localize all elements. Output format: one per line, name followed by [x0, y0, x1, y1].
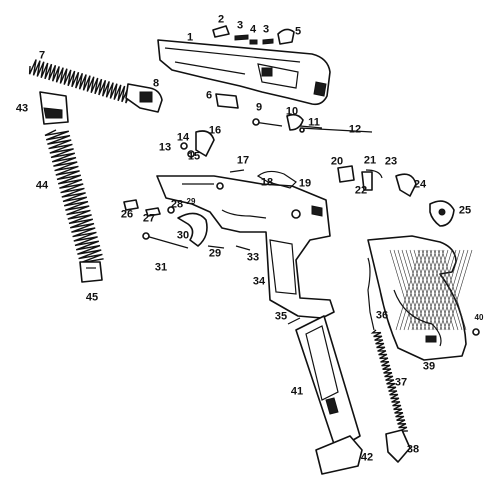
callout-10: 10: [285, 105, 299, 118]
pin-17: [229, 169, 245, 173]
callout-44: 44: [35, 179, 49, 192]
callout-18: 18: [260, 176, 274, 189]
callout-21: 21: [363, 154, 377, 167]
callout-3a: 3: [236, 19, 244, 32]
callout-7: 7: [38, 49, 46, 62]
grip-panel-part: [367, 235, 473, 361]
magazine-part: [295, 315, 363, 475]
callout-29b: 29: [208, 247, 222, 260]
callout-29a: 29: [186, 197, 196, 206]
callout-39: 39: [422, 360, 436, 373]
callout-6: 6: [205, 89, 213, 102]
callout-8: 8: [152, 77, 160, 90]
callout-38: 38: [406, 443, 420, 456]
callout-34: 34: [252, 275, 266, 288]
callout-43: 43: [15, 102, 29, 115]
callout-28: 28: [170, 198, 184, 211]
magazine-spring-assembly: [39, 91, 104, 283]
callout-2: 2: [217, 13, 225, 26]
callout-15: 15: [187, 150, 201, 163]
callout-31: 31: [154, 261, 168, 274]
callout-19: 19: [298, 177, 312, 190]
callout-40: 40: [474, 313, 484, 322]
callout-36: 36: [375, 309, 389, 322]
callout-5: 5: [294, 25, 302, 38]
callout-14: 14: [176, 131, 190, 144]
callout-3b: 3: [262, 23, 270, 36]
callout-35: 35: [274, 310, 288, 323]
recoil-spring-assembly: [28, 59, 163, 113]
callout-30: 30: [176, 229, 190, 242]
callout-26: 26: [120, 208, 134, 221]
hammer-spring-assembly: [367, 257, 411, 463]
callout-13: 13: [158, 141, 172, 154]
callout-11: 11: [308, 116, 320, 129]
parts-29-33: [142, 212, 251, 251]
callout-1: 1: [186, 31, 194, 44]
small-top-parts: [212, 25, 295, 45]
frame-part: [156, 170, 335, 319]
parts-26-28: [123, 199, 175, 217]
callout-27: 27: [142, 212, 156, 225]
parts-20-25: [337, 165, 455, 227]
callout-42: 42: [360, 451, 374, 464]
callout-22: 22: [354, 184, 368, 197]
callout-16: 16: [208, 124, 222, 137]
callout-37: 37: [394, 376, 408, 389]
screw-40: [472, 328, 480, 336]
callout-45: 45: [85, 291, 99, 304]
callout-41: 41: [290, 385, 304, 398]
slide-part: [157, 39, 331, 106]
small-parts-13-16: [180, 130, 215, 158]
callout-20: 20: [330, 155, 344, 168]
pin-parts-9-12: [252, 113, 373, 133]
callout-24: 24: [413, 178, 427, 191]
callout-9: 9: [255, 101, 263, 114]
callout-23: 23: [384, 155, 398, 168]
callout-4: 4: [249, 23, 257, 36]
callout-25: 25: [458, 204, 472, 217]
pin-35: [287, 317, 301, 325]
callout-17: 17: [236, 154, 250, 167]
callout-12: 12: [348, 123, 362, 136]
block-part-6: [215, 93, 239, 109]
callout-33: 33: [246, 251, 260, 264]
